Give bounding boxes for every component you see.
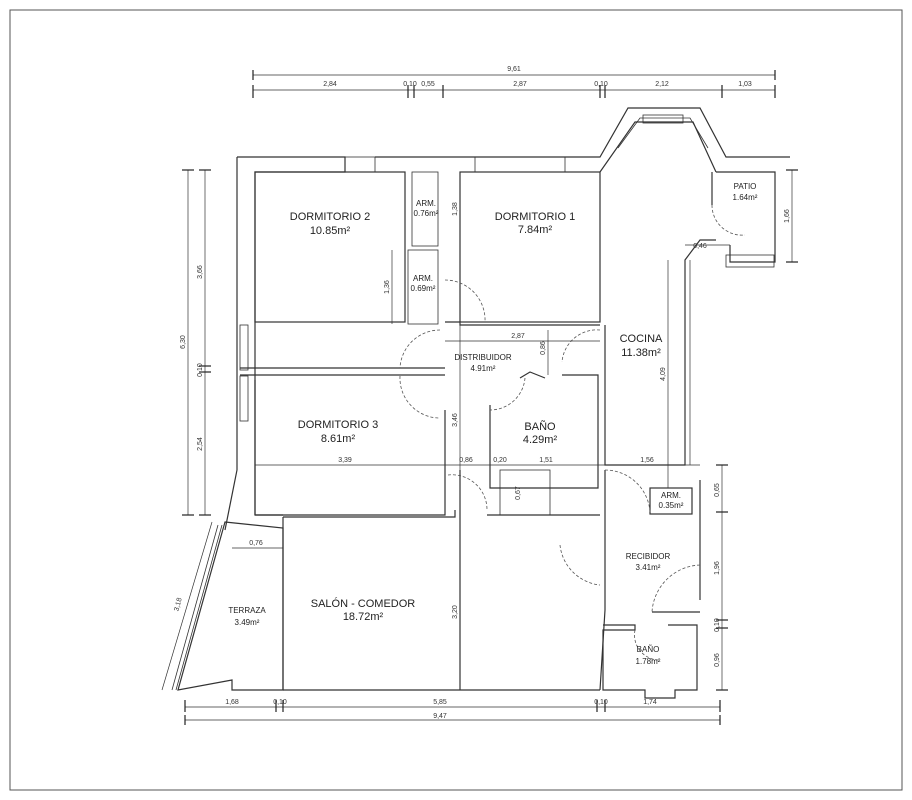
dim-inner: 0,20 <box>493 457 507 464</box>
room-area-arm2: 0.69m² <box>411 284 436 293</box>
room-area-terraza: 3.49m² <box>235 618 260 627</box>
room-name-dormitorio2: DORMITORIO 2 <box>290 211 370 223</box>
dim-left: 2,54 <box>197 437 204 451</box>
room-area-distribuidor: 4.91m² <box>471 364 496 373</box>
room-name-dormitorio1: DORMITORIO 1 <box>495 211 575 223</box>
room-area-patio: 1.64m² <box>733 193 758 202</box>
room-name-distribuidor: DISTRIBUIDOR <box>454 353 512 362</box>
left-dimensions: 6,30 3,66 0,10 2,54 <box>180 169 211 516</box>
dim-inner: 1,56 <box>640 457 654 464</box>
room-name-terraza: TERRAZA <box>228 606 266 615</box>
dim-inner: 0,86 <box>540 341 547 355</box>
room-name-recibidor: RECIBIDOR <box>626 552 671 561</box>
room-name-bano2: BAÑO <box>637 645 660 654</box>
dim-bottom-total: 9,47 <box>433 713 447 720</box>
inner-dimensions: 1,38 1,36 2,87 0,86 0,46 4,09 3,39 0,86 … <box>161 172 730 691</box>
dim-inner: 1,36 <box>384 280 391 294</box>
dim-inner: 3,20 <box>452 605 459 619</box>
dim-bottom: 0,10 <box>594 699 608 706</box>
dim-top: 0,10 <box>403 81 417 88</box>
door-swings <box>399 204 746 661</box>
room-area-arm3: 0.35m² <box>659 501 684 510</box>
room-labels: DORMITORIO 2 10.85m² DORMITORIO 1 7.84m²… <box>228 182 757 666</box>
dim-bottom: 1,68 <box>225 699 239 706</box>
dim-bottom: 5,85 <box>433 699 447 706</box>
dim-inner: 1,38 <box>452 202 459 216</box>
dim-inner: 0,76 <box>249 540 263 547</box>
dim-inner: 4,09 <box>660 367 667 381</box>
walls <box>171 107 790 699</box>
room-area-dormitorio3: 8.61m² <box>321 433 356 445</box>
room-name-salon: SALÓN - COMEDOR <box>311 597 416 610</box>
dim-right: 0,10 <box>714 618 721 632</box>
dim-right: 0,96 <box>714 653 721 667</box>
room-area-bano2: 1.78m² <box>636 657 661 666</box>
dim-left: 0,10 <box>197 363 204 377</box>
dim-top-total: 9,61 <box>507 66 521 73</box>
room-name-cocina: COCINA <box>620 333 663 345</box>
frame-border <box>9 9 903 791</box>
room-area-dormitorio2: 10.85m² <box>310 225 351 237</box>
dim-right: 0,65 <box>714 483 721 497</box>
dim-inner: 2,87 <box>511 333 525 340</box>
room-name-dormitorio3: DORMITORIO 3 <box>298 419 378 431</box>
room-name-arm2: ARM. <box>413 274 433 283</box>
room-name-arm3: ARM. <box>661 491 681 500</box>
bottom-dimensions: 1,68 0,10 5,85 0,10 1,74 9,47 <box>184 699 721 725</box>
top-dimensions: 9,61 2,84 0,10 0,55 2,87 0,10 2,12 1,03 <box>252 66 776 98</box>
room-area-bano1: 4.29m² <box>523 434 558 446</box>
room-name-patio: PATIO <box>734 182 757 191</box>
dim-inner: 3,39 <box>338 457 352 464</box>
dim-top: 0,10 <box>594 81 608 88</box>
dim-top: 0,55 <box>421 81 435 88</box>
dim-inner: 3,18 <box>173 597 183 612</box>
room-area-salon: 18.72m² <box>343 611 384 623</box>
dim-top: 2,87 <box>513 81 527 88</box>
dim-bottom: 0,10 <box>273 699 287 706</box>
room-name-arm1: ARM. <box>416 199 436 208</box>
room-area-cocina: 11.38m² <box>621 347 661 359</box>
room-area-recibidor: 3.41m² <box>636 563 661 572</box>
right-dimensions: 1,66 0,65 1,96 0,10 0,96 <box>714 169 798 691</box>
dim-inner: 1,51 <box>539 457 553 464</box>
dim-right-patio: 1,66 <box>784 209 791 223</box>
dim-top: 1,03 <box>738 81 752 88</box>
dim-top: 2,12 <box>655 81 669 88</box>
dim-left: 3,66 <box>197 265 204 279</box>
dim-left-total: 6,30 <box>180 335 187 349</box>
dim-inner: 0,67 <box>515 486 522 500</box>
dim-top: 2,84 <box>323 81 337 88</box>
room-area-dormitorio1: 7.84m² <box>518 224 553 236</box>
dim-inner: 3,46 <box>452 413 459 427</box>
dim-bottom: 1,74 <box>643 699 657 706</box>
room-name-bano1: BAÑO <box>524 420 556 433</box>
dim-right: 1,96 <box>714 561 721 575</box>
room-area-arm1: 0.76m² <box>414 209 439 218</box>
dim-inner: 0,86 <box>459 457 473 464</box>
dim-inner: 0,46 <box>693 243 707 250</box>
